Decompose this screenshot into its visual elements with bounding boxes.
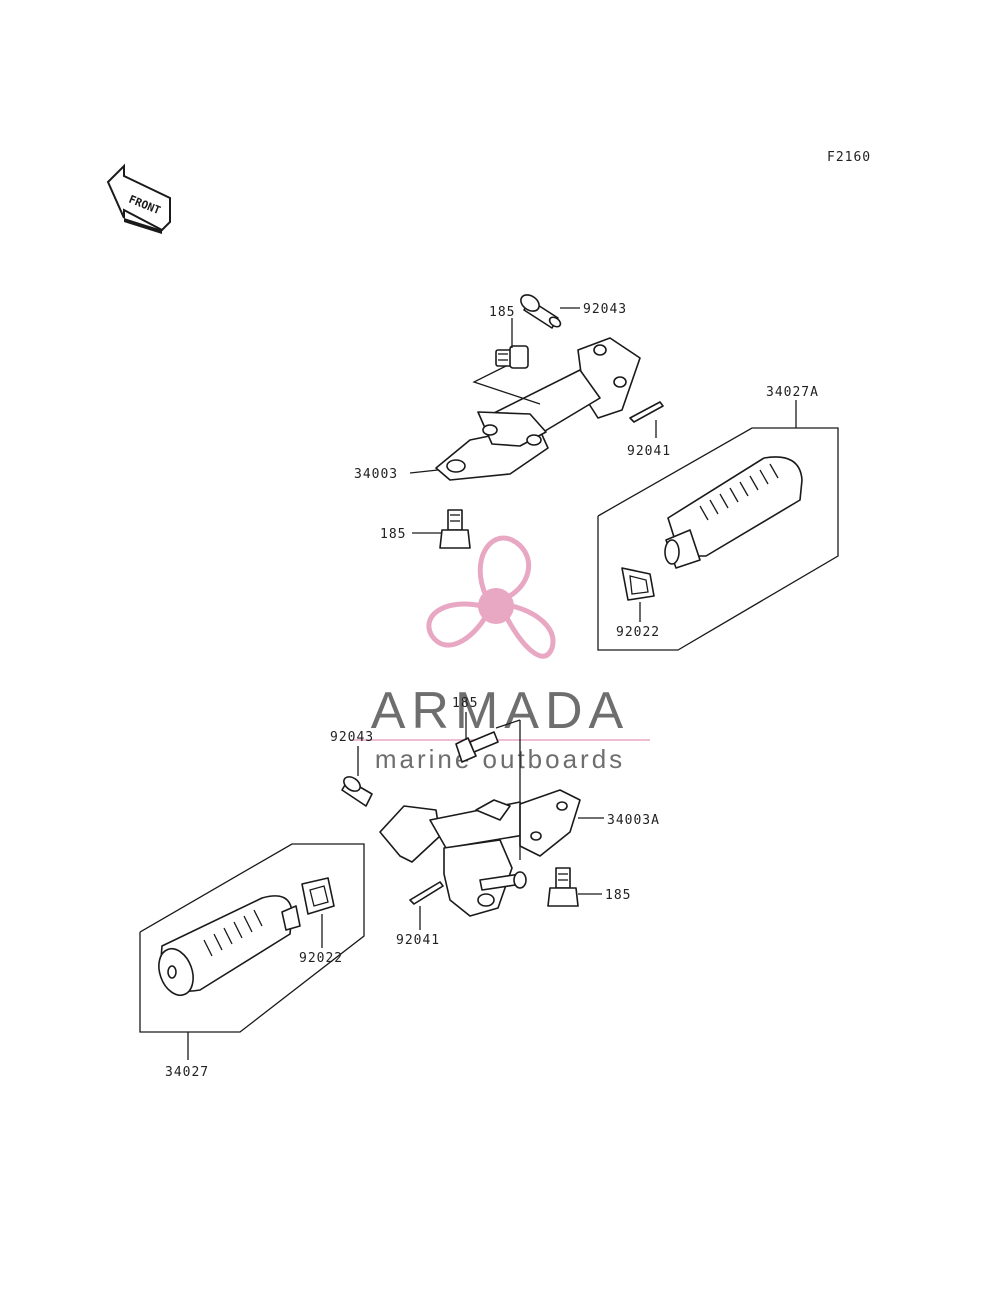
bracket-34003a <box>341 731 581 917</box>
callout-185-bottom-a: 185 <box>452 696 478 711</box>
watermark: ARMADA marine outboards <box>350 535 650 774</box>
callout-92041-bottom: 92041 <box>396 933 440 948</box>
bracket-34003 <box>435 294 664 549</box>
watermark-tagline: marine outboards <box>375 744 625 774</box>
callout-34003: 34003 <box>354 467 398 482</box>
callout-34003a: 34003A <box>607 813 660 828</box>
callout-34027a: 34027A <box>766 385 819 400</box>
callout-92043-top: 92043 <box>583 302 627 317</box>
diagram-code: F2160 <box>827 150 871 165</box>
propeller-logo-icon <box>426 535 556 659</box>
callout-185-top: 185 <box>489 305 515 320</box>
front-arrow-icon: FRONT <box>106 163 171 234</box>
callout-34027: 34027 <box>165 1065 209 1080</box>
callout-92022-left: 92022 <box>299 951 343 966</box>
callout-185-top-lower: 185 <box>380 527 406 542</box>
footpeg-34027 <box>139 843 365 1033</box>
callout-92043-bottom: 92043 <box>330 730 374 745</box>
callout-185-bottom-b: 185 <box>605 888 631 903</box>
callout-92022-right: 92022 <box>616 625 660 640</box>
callout-92041-top: 92041 <box>627 444 671 459</box>
watermark-brand: ARMADA <box>371 682 629 740</box>
footpeg-34027a <box>597 427 839 651</box>
